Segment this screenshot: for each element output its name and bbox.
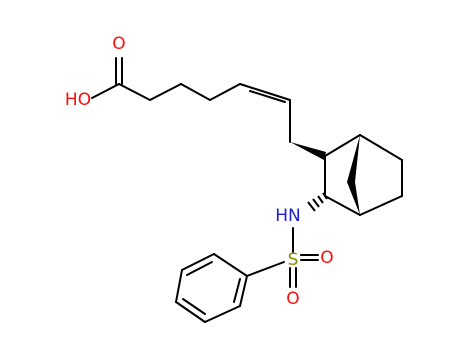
amine-label: HN — [275, 206, 301, 226]
bond-ring-c2-c1 — [324, 134, 361, 157]
bond-ring-c1-c6 — [359, 134, 403, 161]
bond-s-phenyl — [246, 261, 285, 277]
bond-c7-ring-wedge — [290, 142, 326, 160]
bond-ring-nh-hashed — [307, 192, 328, 212]
bond-c4-c5 — [209, 83, 241, 101]
bond-c5-c6-double-b — [249, 90, 286, 103]
bond-ring-c3-c4 — [324, 195, 361, 216]
sulfur-label: S — [288, 250, 299, 270]
benzene-ring — [175, 253, 248, 323]
atom-labels: O HO HN S O O — [65, 34, 334, 309]
bonds — [91, 57, 403, 323]
bond-ring-c5-c4 — [359, 195, 403, 216]
bond-c3-c4 — [180, 83, 211, 101]
carbonyl-oxygen-label: O — [112, 34, 125, 54]
bond-c1-c2 — [118, 83, 151, 101]
bond-c2-c3 — [149, 83, 182, 101]
bond-c1-oh — [91, 83, 120, 99]
hydroxyl-label: HO — [65, 90, 91, 110]
sulfonyl-oxygen-right-label: O — [320, 248, 333, 268]
sulfonyl-oxygen-bottom-label: O — [286, 289, 299, 309]
bond-c5-c6-double-a — [239, 83, 291, 101]
bond-bridge-wedge-top — [347, 135, 360, 182]
bond-bridge-wedge-bottom — [347, 182, 360, 215]
